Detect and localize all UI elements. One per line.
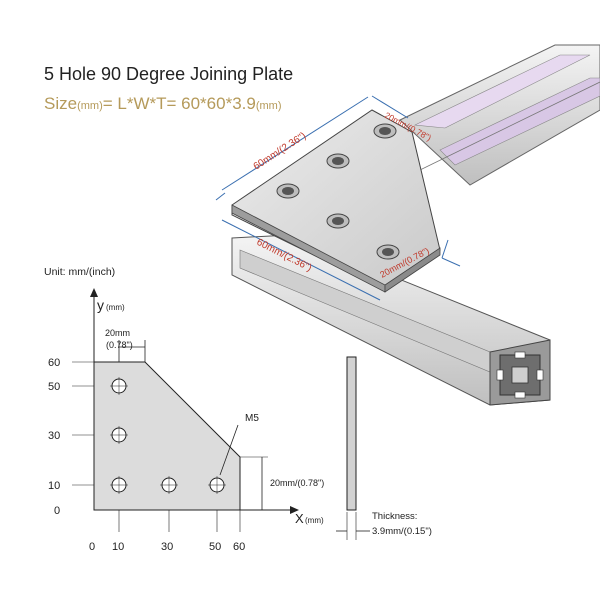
right-dim: 20mm/(0.78") (270, 478, 324, 488)
y-tick-label: 50 (48, 381, 60, 393)
y-tick-label: 60 (48, 357, 60, 369)
thickness-value: 3.9mm/(0.15") (372, 526, 432, 537)
x-axis-label: X (295, 511, 304, 526)
x-axis-unit: (mm) (305, 516, 324, 525)
size-prefix: Size (44, 94, 78, 113)
drawing-hole (110, 377, 128, 395)
hole-size-label: M5 (245, 413, 259, 424)
thickness-view (336, 356, 370, 540)
drawing-hole (110, 476, 128, 494)
drawing-hole (208, 476, 226, 494)
x-tick-label: 50 (209, 541, 221, 553)
thickness-label: Thickness: (372, 511, 417, 522)
top-dim-value: 20mm (105, 328, 130, 338)
size-spec: Size(mm)= L*W*T= 60*60*3.9(mm) (44, 94, 282, 114)
y-tick-label: 30 (48, 430, 60, 442)
iso-dimension-lines (215, 95, 461, 301)
top-dim-inch: (0.78") (106, 340, 133, 350)
y-axis-label: y (97, 297, 104, 313)
y-tick-label: 0 (54, 505, 60, 517)
y-tick-label: 10 (48, 480, 60, 492)
x-axis-arrow (290, 506, 299, 514)
iso-hole (373, 123, 397, 139)
iso-hole (376, 244, 400, 260)
iso-hole (326, 213, 350, 229)
size-unit-sub-2: (mm) (255, 100, 282, 112)
lower-rail (231, 234, 551, 406)
iso-plate-holes (276, 123, 400, 260)
iso-hole (276, 183, 300, 199)
x-tick-label: 30 (161, 541, 173, 553)
drawing-hole (110, 426, 128, 444)
unit-label: Unit: mm/(inch) (44, 266, 116, 278)
y-axis-unit: (mm) (106, 303, 125, 312)
upper-rail (399, 44, 600, 186)
drawing-holes (110, 377, 226, 494)
drawing-hole (160, 476, 178, 494)
plate-drawing (72, 288, 299, 532)
x-tick-label: 60 (233, 541, 245, 553)
y-axis-arrow (90, 288, 98, 297)
iso-hole (326, 153, 350, 169)
x-tick-label: 0 (89, 541, 95, 553)
size-unit-sub: (mm) (77, 100, 103, 112)
x-tick-label: 10 (112, 541, 124, 553)
size-formula: = L*W*T= 60*60*3.9 (102, 94, 256, 113)
page-title: 5 Hole 90 Degree Joining Plate (44, 64, 294, 84)
